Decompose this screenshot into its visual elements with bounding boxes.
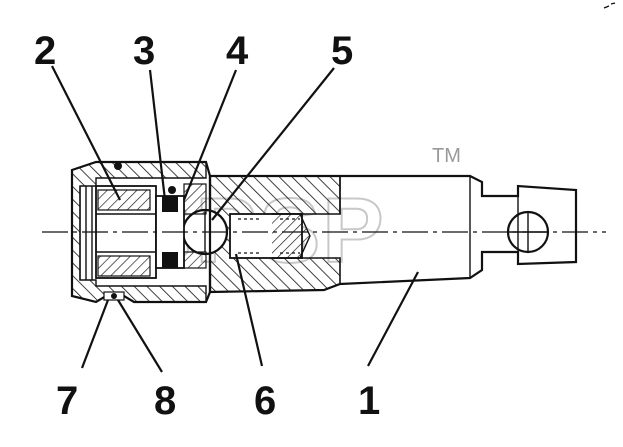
part-4-o-ring: [114, 162, 176, 194]
callout-3: 3: [133, 29, 155, 73]
callout-4: 4: [226, 29, 249, 73]
corner-mark: [603, 2, 616, 9]
callout-6: 6: [254, 379, 276, 423]
svg-text:TM: TM: [432, 145, 461, 167]
callout-labels: 2 3 4 5 7 8 6 1: [34, 29, 380, 423]
leader-lines: [51, 65, 419, 373]
callout-1: 1: [358, 379, 380, 423]
callout-2: 2: [34, 29, 56, 73]
callout-5: 5: [331, 29, 353, 73]
part-8-seal: [103, 291, 125, 301]
callout-7: 7: [56, 379, 78, 423]
callout-8: 8: [154, 379, 176, 423]
part-6-spring-bore: [229, 213, 311, 259]
